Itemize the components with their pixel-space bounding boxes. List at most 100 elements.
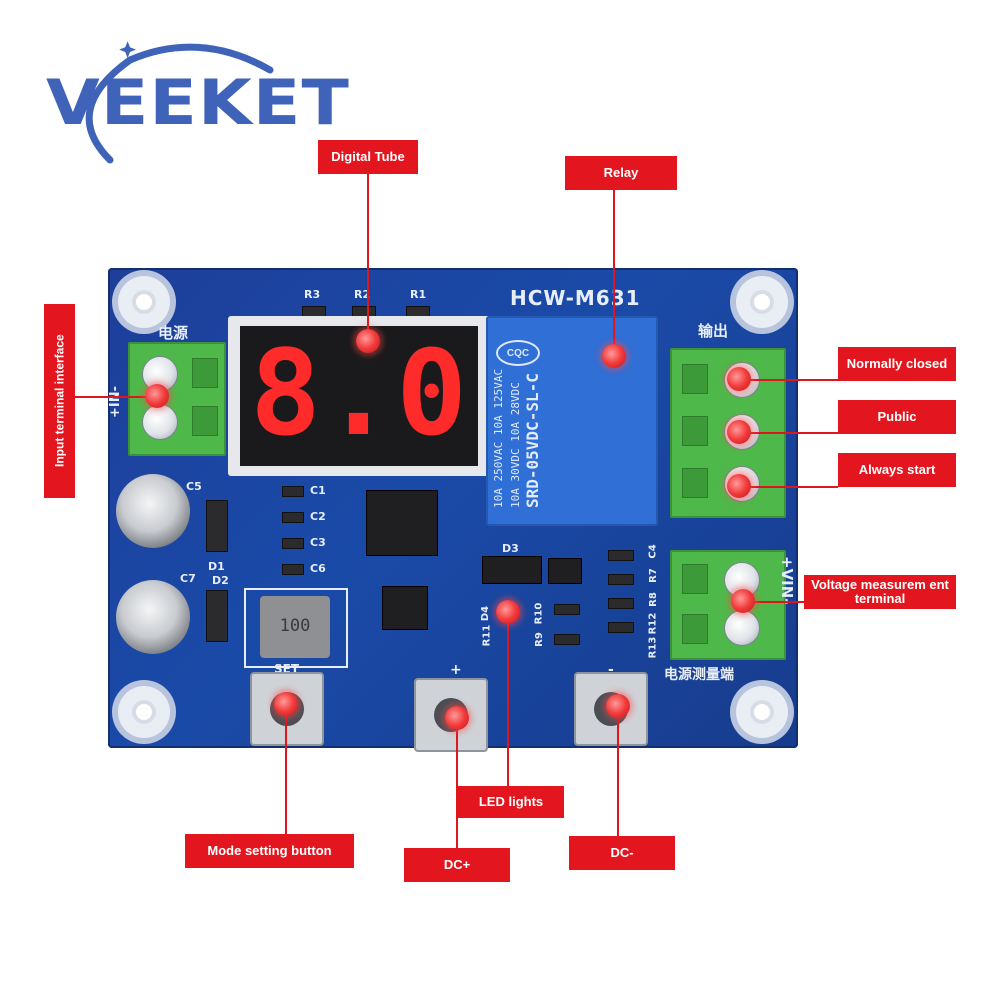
- callout-line: [738, 379, 838, 381]
- silk-r3: R3: [304, 288, 321, 301]
- terminal-slot: [682, 364, 708, 394]
- callout-line: [738, 432, 838, 434]
- silk-c6: C6: [310, 562, 326, 575]
- marker-dot: [496, 600, 520, 624]
- minus-button[interactable]: [574, 672, 648, 746]
- transistor: [548, 558, 582, 584]
- regulator-chip: [382, 586, 428, 630]
- dc-plus-callout: DC+: [404, 848, 510, 882]
- smd-cap: [282, 486, 304, 497]
- silk-c2: C2: [310, 510, 326, 523]
- output-label: 输出: [698, 322, 729, 340]
- callout-line: [617, 706, 619, 836]
- silk-r2: R2: [354, 288, 371, 301]
- marker-dot: [145, 384, 169, 408]
- callout-line: [613, 190, 615, 356]
- marker-dot: [727, 420, 751, 444]
- relay-brand: CQC: [496, 340, 540, 366]
- relay-callout: Relay: [565, 156, 677, 190]
- mode-setting-callout: Mode setting button: [185, 834, 354, 868]
- terminal-slot: [682, 614, 708, 644]
- silk-c7: C7: [180, 572, 196, 585]
- callout-line: [285, 704, 287, 834]
- callout-line: [456, 718, 458, 848]
- marker-dot: [356, 329, 380, 353]
- silk-d3: D3: [502, 542, 519, 555]
- mounting-hole: [118, 276, 170, 328]
- marker-dot: [606, 694, 630, 718]
- marker-dot: [602, 344, 626, 368]
- smd-cap: [282, 512, 304, 523]
- vin-label: +VIN-: [778, 556, 796, 605]
- terminal-screw: [142, 404, 178, 440]
- silk-d1: D1: [208, 560, 225, 573]
- plus-label: +: [450, 662, 462, 678]
- marker-dot: [274, 692, 298, 716]
- terminal-slot: [682, 564, 708, 594]
- callout-line: [367, 174, 369, 338]
- model-label: HCW-M631: [510, 286, 641, 310]
- silk-c4: C4: [647, 544, 659, 559]
- resistor: [608, 574, 634, 585]
- smd-cap: [282, 564, 304, 575]
- silk-d2: D2: [212, 574, 229, 587]
- silk-c3: C3: [310, 536, 326, 549]
- in-label: +IN-: [108, 385, 123, 418]
- smd-cap: [282, 538, 304, 549]
- diode: [206, 500, 228, 552]
- mounting-hole: [736, 276, 788, 328]
- dc-minus-callout: DC-: [569, 836, 675, 870]
- resistor: [554, 634, 580, 645]
- silk-r11: R11: [481, 624, 493, 647]
- marker-dot: [727, 474, 751, 498]
- marker-dot: [445, 706, 469, 730]
- terminal-slot: [192, 358, 218, 388]
- measure-label: 电源测量端: [664, 667, 734, 683]
- inductor: 100: [260, 596, 330, 658]
- controller-chip: [366, 490, 438, 556]
- terminal-screw: [724, 610, 760, 646]
- d3-component: [482, 556, 542, 584]
- marker-dot: [731, 589, 755, 613]
- electrolytic-capacitor: [116, 474, 190, 548]
- resistor: [608, 622, 634, 633]
- voltage-terminal: [670, 550, 786, 660]
- input-terminal-callout: Input terminal interface: [44, 304, 75, 498]
- callout-line: [507, 610, 509, 786]
- silk-r7: R7: [647, 568, 659, 583]
- silk-r8: R8: [647, 592, 659, 607]
- diode: [206, 590, 228, 642]
- led-lights-callout: LED lights: [458, 786, 564, 818]
- terminal-screw: [724, 562, 760, 598]
- inductor-value: 100: [279, 616, 311, 636]
- terminal-slot: [192, 406, 218, 436]
- silk-c5: C5: [186, 480, 202, 493]
- relay-specs: 10A 250VAC 10A 125VAC 10A 30VDC 10A 28VD…: [490, 308, 542, 508]
- callout-line: [742, 601, 804, 603]
- resistor: [608, 598, 634, 609]
- pcb-board: HCW-M631 R3 R2 R1 电源 +IN- 8.0.0 CQC 10A …: [108, 268, 798, 752]
- silk-r9: R9: [533, 632, 545, 647]
- silk-c1: C1: [310, 484, 326, 497]
- callout-line: [75, 396, 155, 398]
- input-terminal: [128, 342, 226, 456]
- mounting-hole: [118, 686, 170, 738]
- veeket-logo: [85, 41, 274, 164]
- voltage-terminal-callout: Voltage measurem ent terminal: [804, 575, 956, 609]
- silk-r12: R12: [647, 612, 659, 635]
- mounting-hole: [736, 686, 788, 738]
- callout-line: [738, 486, 838, 488]
- digital-tube-callout: Digital Tube: [318, 140, 418, 174]
- resistor: [554, 604, 580, 615]
- logo-text: VEEKET: [46, 66, 350, 139]
- public-callout: Public: [838, 400, 956, 434]
- always-start-callout: Always start: [838, 453, 956, 487]
- resistor: [608, 550, 634, 561]
- silk-r13: R13: [647, 636, 659, 659]
- silk-r1: R1: [410, 288, 427, 301]
- relay-spec-line: 10A 250VAC 10A 125VAC: [492, 368, 505, 508]
- relay: CQC 10A 250VAC 10A 125VAC 10A 30VDC 10A …: [486, 316, 658, 526]
- marker-dot: [727, 367, 751, 391]
- terminal-slot: [682, 416, 708, 446]
- power-label: 电源: [158, 324, 189, 342]
